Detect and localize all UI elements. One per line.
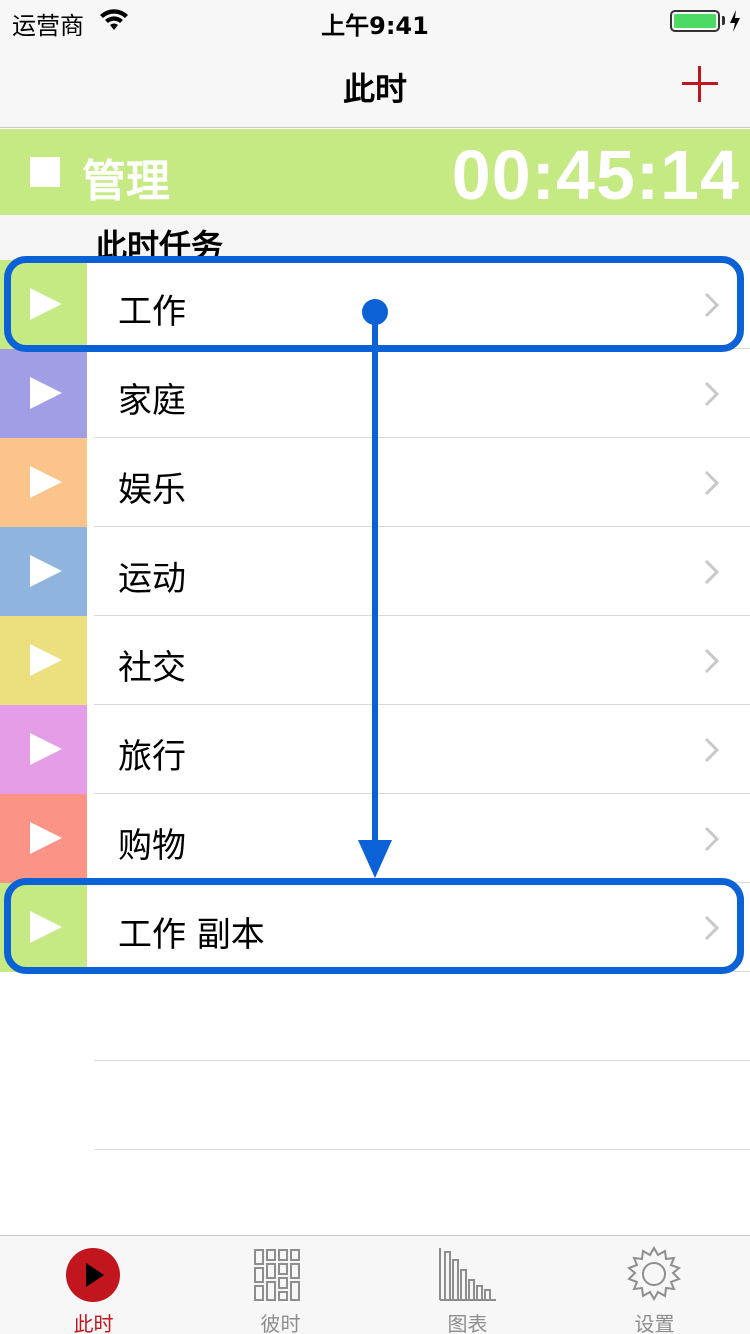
tab-now[interactable]: 此时 <box>0 1236 187 1334</box>
row-divider <box>94 615 750 616</box>
section-header: 此时任务 <box>0 215 750 265</box>
timer-value: 00:45:14 <box>451 136 740 214</box>
tab-label: 设置 <box>634 1312 675 1334</box>
task-color-swatch[interactable] <box>0 794 87 883</box>
play-circle-icon[interactable] <box>62 1246 124 1304</box>
row-divider <box>94 526 750 527</box>
chevron-right-icon <box>704 648 720 674</box>
page-title: 此时 <box>342 70 407 108</box>
plus-icon <box>682 66 718 102</box>
tab-bar: 此时 彼时 图表 设置 <box>0 1235 750 1334</box>
tab-then[interactable]: 彼时 <box>187 1236 374 1334</box>
play-icon[interactable] <box>28 909 64 945</box>
task-label: 娱乐 <box>118 470 186 510</box>
task-label: 购物 <box>118 826 186 866</box>
status-bar: 运营商 上午9:41 <box>0 0 750 40</box>
task-row[interactable]: 工作 副本 <box>0 883 750 972</box>
task-color-swatch[interactable] <box>0 349 87 438</box>
play-icon[interactable] <box>28 553 64 589</box>
active-timer-bar[interactable]: 管理 00:45:14 <box>0 129 750 215</box>
stop-icon[interactable] <box>30 157 60 187</box>
play-icon[interactable] <box>28 375 64 411</box>
play-icon[interactable] <box>28 464 64 500</box>
gear-icon[interactable] <box>623 1246 685 1304</box>
task-color-swatch[interactable] <box>0 527 87 616</box>
task-label: 社交 <box>118 648 186 688</box>
play-icon[interactable] <box>28 820 64 856</box>
battery-tip <box>722 16 725 25</box>
task-label: 运动 <box>118 559 186 599</box>
play-icon[interactable] <box>28 731 64 767</box>
chevron-right-icon <box>704 381 720 407</box>
tab-label: 此时 <box>73 1312 114 1334</box>
chevron-right-icon <box>704 826 720 852</box>
task-label: 家庭 <box>118 381 186 421</box>
timer-task-label: 管理 <box>82 156 170 207</box>
wifi-icon <box>100 9 128 30</box>
chevron-right-icon <box>704 559 720 585</box>
row-divider <box>94 437 750 438</box>
row-divider <box>94 1060 750 1061</box>
task-color-swatch[interactable] <box>0 616 87 705</box>
tab-charts[interactable]: 图表 <box>374 1236 561 1334</box>
chevron-right-icon <box>704 292 720 318</box>
status-time: 上午9:41 <box>321 12 429 40</box>
chevron-right-icon <box>704 470 720 496</box>
chevron-right-icon <box>704 915 720 941</box>
task-color-swatch[interactable] <box>0 705 87 794</box>
task-label: 工作 <box>118 292 186 332</box>
charging-icon <box>730 10 740 32</box>
highlight-target-row <box>4 878 744 974</box>
battery-icon <box>670 10 720 32</box>
empty-row <box>0 972 750 1061</box>
row-divider <box>94 1149 750 1150</box>
add-button[interactable] <box>672 60 728 108</box>
task-label: 旅行 <box>118 737 186 777</box>
drag-arrow-annotation <box>358 299 392 878</box>
grid-icon[interactable] <box>249 1246 311 1304</box>
play-icon[interactable] <box>28 286 64 322</box>
nav-bar: 此时 <box>0 40 750 128</box>
task-label: 工作 副本 <box>118 915 265 955</box>
play-icon[interactable] <box>28 642 64 678</box>
row-divider <box>94 793 750 794</box>
row-divider <box>94 704 750 705</box>
chevron-right-icon <box>704 737 720 763</box>
tab-settings[interactable]: 设置 <box>561 1236 748 1334</box>
bar-chart-icon[interactable] <box>436 1246 498 1304</box>
empty-row <box>0 1061 750 1150</box>
task-color-swatch[interactable] <box>0 438 87 527</box>
carrier-label: 运营商 <box>12 12 84 40</box>
tab-label: 图表 <box>447 1312 488 1334</box>
tab-label: 彼时 <box>260 1312 301 1334</box>
